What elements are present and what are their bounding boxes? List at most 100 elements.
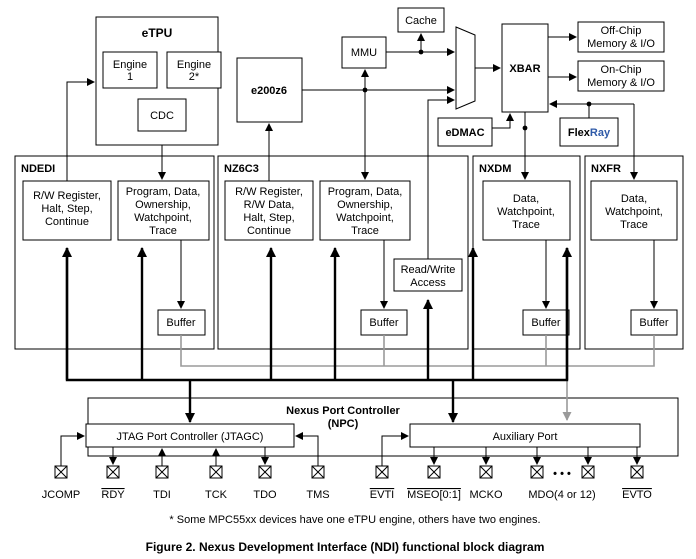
mux (455, 26, 476, 110)
e200z6-core (236, 57, 303, 123)
pin-evto-pad (630, 465, 644, 479)
aux-port-label: Auxiliary Port (493, 431, 558, 443)
nxdm-inner-1: Data, (513, 193, 539, 205)
pin-tck-pad (209, 465, 223, 479)
nz6c3-left-1: R/W Register, (235, 186, 303, 198)
engine2-line2: 2* (189, 71, 200, 83)
rw-access-line1: Read/Write (401, 264, 456, 276)
pin-mdo-pad-2 (581, 465, 595, 479)
offchip-line2: Memory & I/O (587, 38, 655, 50)
nz6c3-right-1: Program, Data, (328, 186, 403, 198)
mmu-label: MMU (351, 47, 377, 59)
cache-label: Cache (405, 15, 437, 27)
pin-label-mdo-4-or-12: MDO(4 or 12) (528, 489, 595, 501)
nxfr-inner-3: Trace (620, 219, 648, 231)
pin-tdo-pad (258, 465, 272, 479)
nxdm-inner-2: Watchpoint, (497, 206, 555, 218)
xbar-label: XBAR (509, 63, 540, 75)
pin-label-tdi: TDI (153, 489, 171, 501)
rw-access-block (393, 258, 463, 292)
nz6c3-left-4: Continue (247, 225, 291, 237)
pin-label-jcomp: JCOMP (42, 489, 81, 501)
mdo-ellipsis: • • • (553, 468, 571, 480)
nxfr-buffer (630, 309, 678, 336)
offchip-memory (577, 21, 665, 53)
jtagc-label: JTAG Port Controller (JTAGC) (117, 431, 264, 443)
ndedi-right-3: Watchpoint, (134, 212, 192, 224)
ndedi-right-4: Trace (149, 225, 177, 237)
pin-label-tms: TMS (306, 489, 329, 501)
onchip-line1: On-Chip (601, 64, 642, 76)
footnote: * Some MPC55xx devices have one eTPU eng… (169, 514, 540, 526)
ndedi-buffer-label: Buffer (166, 317, 195, 329)
nz6c3-left-3: Halt, Step, (243, 212, 294, 224)
nz6c3-right-3: Watchpoint, (336, 212, 394, 224)
pin-tms-pad (311, 465, 325, 479)
ndedi-left-3: Continue (45, 216, 89, 228)
ndedi-rw-register (22, 180, 112, 241)
npc-line2: (NPC) (328, 418, 359, 430)
nz6c3-buffer-label: Buffer (369, 317, 398, 329)
nz6c3-buffer (360, 309, 408, 336)
nz6c3-trace (319, 180, 411, 241)
pin-label-tck: TCK (205, 489, 228, 501)
pin-jcomp-pad (54, 465, 68, 479)
pin-row: JCOMP RDY TDI TCK TDO TMS EVTI MSEO[0:1] MCKO MDO… (42, 432, 652, 501)
cache-block (397, 7, 445, 33)
engine1-line1: Engine (113, 59, 147, 71)
top-connections (66, 33, 638, 259)
pin-label-evto: EVTO (622, 489, 652, 501)
nz6c3-right-2: Ownership, (337, 199, 393, 211)
ndedi-right-1: Program, Data, (126, 186, 201, 198)
nxfr-title: NXFR (591, 163, 621, 175)
pin-label-tdo: TDO (253, 489, 277, 501)
ndedi-right-2: Ownership, (135, 199, 191, 211)
etpu-title: eTPU (142, 26, 173, 40)
flexray-label: FlexRay (568, 127, 611, 139)
cdc-label: CDC (150, 110, 174, 122)
etpu-engine-1 (102, 51, 158, 89)
engine1-line2: 1 (127, 71, 133, 83)
offchip-line1: Off-Chip (601, 25, 642, 37)
pin-mcko-pad (479, 465, 493, 479)
nz6c3-left-2: R/W Data, (244, 199, 295, 211)
nxdm-trace (482, 180, 571, 241)
etpu-engine-2 (166, 51, 222, 89)
onchip-memory (577, 60, 665, 92)
ndedi-buffer (157, 309, 206, 336)
nxfr-inner-1: Data, (621, 193, 647, 205)
nz6c3-rw-register (224, 180, 314, 241)
rw-access-line2: Access (410, 277, 446, 289)
etpu-cdc (137, 98, 187, 132)
nxdm-title: NXDM (479, 163, 511, 175)
nz6c3-title: NZ6C3 (224, 163, 259, 175)
pin-rdy-pad (106, 465, 120, 479)
nxfr-buffer-label: Buffer (639, 317, 668, 329)
pin-label-evti: EVTI (370, 489, 394, 501)
edmac-label: eDMAC (445, 127, 484, 139)
mmu-block (341, 36, 387, 69)
pin-evti-pad (375, 465, 389, 479)
figure-caption: Figure 2. Nexus Development Interface (N… (146, 540, 545, 554)
nz6c3-right-4: Trace (351, 225, 379, 237)
edmac-block (437, 117, 493, 147)
ndedi-title: NDEDI (21, 163, 55, 175)
nxdm-inner-3: Trace (512, 219, 540, 231)
nxdm-buffer-label: Buffer (531, 317, 560, 329)
pin-label-rdy: RDY (101, 489, 125, 501)
flexray-block (559, 117, 619, 147)
pin-label-mseo-0-1: MSEO[0:1] (407, 489, 461, 501)
nxfr-trace (590, 180, 678, 241)
engine2-line1: Engine (177, 59, 211, 71)
pin-mdo-4-or-12-pad (530, 465, 544, 479)
ndedi-trace (117, 180, 210, 241)
jtagc-block (85, 423, 295, 448)
aux-port-block (409, 423, 641, 448)
pin-label-mcko: MCKO (470, 489, 503, 501)
pin-tdi-pad (155, 465, 169, 479)
thick-control-bus (62, 247, 572, 423)
xbar-block (501, 23, 549, 113)
onchip-line2: Memory & I/O (587, 77, 655, 89)
ndedi-left-1: R/W Register, (33, 190, 101, 202)
